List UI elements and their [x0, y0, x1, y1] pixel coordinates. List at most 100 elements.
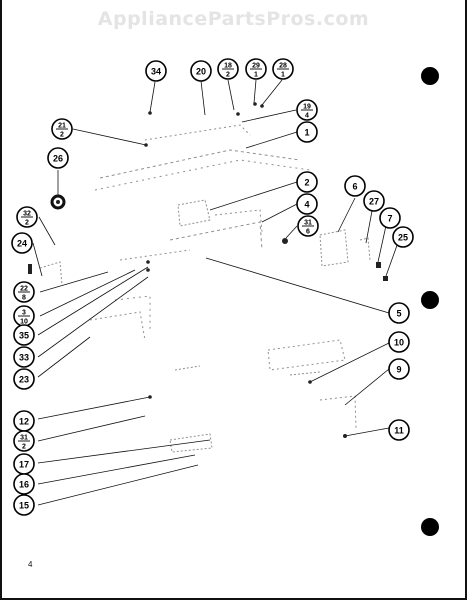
callout-circle	[388, 419, 410, 441]
callout-number: 26	[53, 154, 63, 164]
rivet-part	[146, 260, 150, 264]
clip-part	[383, 276, 388, 281]
callout-c34: 34	[145, 60, 167, 82]
callout-circle	[296, 121, 318, 143]
callout-c5: 5	[388, 302, 410, 324]
page-number: 4	[28, 560, 33, 569]
callout-circle	[190, 60, 212, 82]
callout-circle	[344, 175, 366, 197]
callout-circle	[296, 193, 318, 215]
callout-number: 31	[304, 220, 312, 227]
knob-center	[56, 200, 60, 204]
callout-circle	[388, 302, 410, 324]
callout-number: 1	[304, 128, 309, 138]
callout-c29: 291	[245, 58, 267, 80]
callout-number: 20	[196, 67, 206, 77]
callout-c19: 194	[296, 99, 318, 121]
callout-circle	[13, 494, 35, 516]
callout-c16: 16	[13, 473, 35, 495]
callout-number: 4	[304, 200, 309, 210]
callout-number: 24	[17, 239, 27, 249]
rivet-part	[253, 102, 257, 106]
callout-number: 9	[396, 365, 401, 375]
callout-quantity: 4	[305, 113, 309, 120]
callout-number: 11	[394, 426, 404, 436]
callout-c6: 6	[344, 175, 366, 197]
rivet-part	[144, 143, 148, 147]
assembly-drawing	[39, 124, 371, 453]
callout-number: 3	[22, 310, 26, 317]
callout-c22: 228	[13, 281, 35, 303]
callout-c17: 17	[13, 453, 35, 475]
callout-circle	[145, 60, 167, 82]
callout-c11: 11	[388, 419, 410, 441]
callout-c7: 7	[379, 207, 401, 229]
callout-circle	[13, 473, 35, 495]
callout-quantity: 10	[20, 319, 28, 326]
callout-c21: 212	[51, 118, 73, 140]
callout-number: 33	[19, 353, 29, 363]
callout-circle	[392, 226, 414, 248]
callout-number: 22	[20, 286, 28, 293]
callout-c31b: 312	[13, 430, 35, 452]
callout-quantity: 2	[226, 72, 230, 79]
callout-c33: 33	[13, 346, 35, 368]
rivet-part	[148, 395, 152, 399]
callout-number: 5	[396, 309, 401, 319]
callout-circle	[13, 324, 35, 346]
callout-number: 25	[398, 233, 408, 243]
callout-number: 16	[19, 480, 29, 490]
spring-part	[28, 264, 32, 274]
callout-quantity: 1	[281, 72, 285, 79]
callout-circle	[363, 190, 385, 212]
callout-c1: 1	[296, 121, 318, 143]
rivet-part	[148, 111, 152, 115]
watermark-text: AppliancePartsPros.com	[97, 8, 370, 30]
rivet-part	[260, 104, 264, 108]
callout-circle	[13, 368, 35, 390]
hardware-parts	[28, 102, 388, 438]
rivet-part	[146, 268, 150, 272]
callout-number: 27	[369, 197, 379, 207]
callout-circle	[388, 358, 410, 380]
callout-c10: 10	[388, 331, 410, 353]
callout-c24: 24	[11, 232, 33, 254]
binder-hole	[421, 291, 439, 309]
screw-part	[282, 238, 288, 244]
knob-part	[50, 194, 66, 210]
callout-circle	[296, 171, 318, 193]
callout-c25: 25	[392, 226, 414, 248]
callout-number: 35	[19, 331, 29, 341]
callout-number: 18	[224, 63, 232, 70]
callout-number: 7	[387, 214, 392, 224]
callout-number: 12	[19, 417, 29, 427]
callout-number: 17	[19, 460, 29, 470]
callout-number: 31	[20, 435, 28, 442]
callout-quantity: 2	[25, 220, 29, 227]
callout-number: 32	[23, 211, 31, 218]
callout-number: 19	[303, 104, 311, 111]
callout-number: 2	[304, 178, 309, 188]
callout-circle	[13, 346, 35, 368]
callout-quantity: 2	[22, 444, 26, 451]
callout-c35: 35	[13, 324, 35, 346]
callout-number: 29	[252, 63, 260, 70]
callout-circle	[11, 232, 33, 254]
clip-part	[376, 262, 381, 268]
callout-quantity: 8	[22, 295, 26, 302]
callout-quantity: 1	[254, 72, 258, 79]
callout-c23: 23	[13, 368, 35, 390]
callout-c28: 281	[272, 58, 294, 80]
callout-number: 15	[19, 501, 29, 511]
callout-circle	[379, 207, 401, 229]
callout-c2: 2	[296, 171, 318, 193]
callout-c15: 15	[13, 494, 35, 516]
callout-c26: 26	[47, 147, 69, 169]
callout-c9: 9	[388, 358, 410, 380]
binder-holes	[421, 67, 439, 536]
callout-number: 23	[19, 375, 29, 385]
rivet-part	[236, 112, 240, 116]
callout-number: 6	[352, 182, 357, 192]
